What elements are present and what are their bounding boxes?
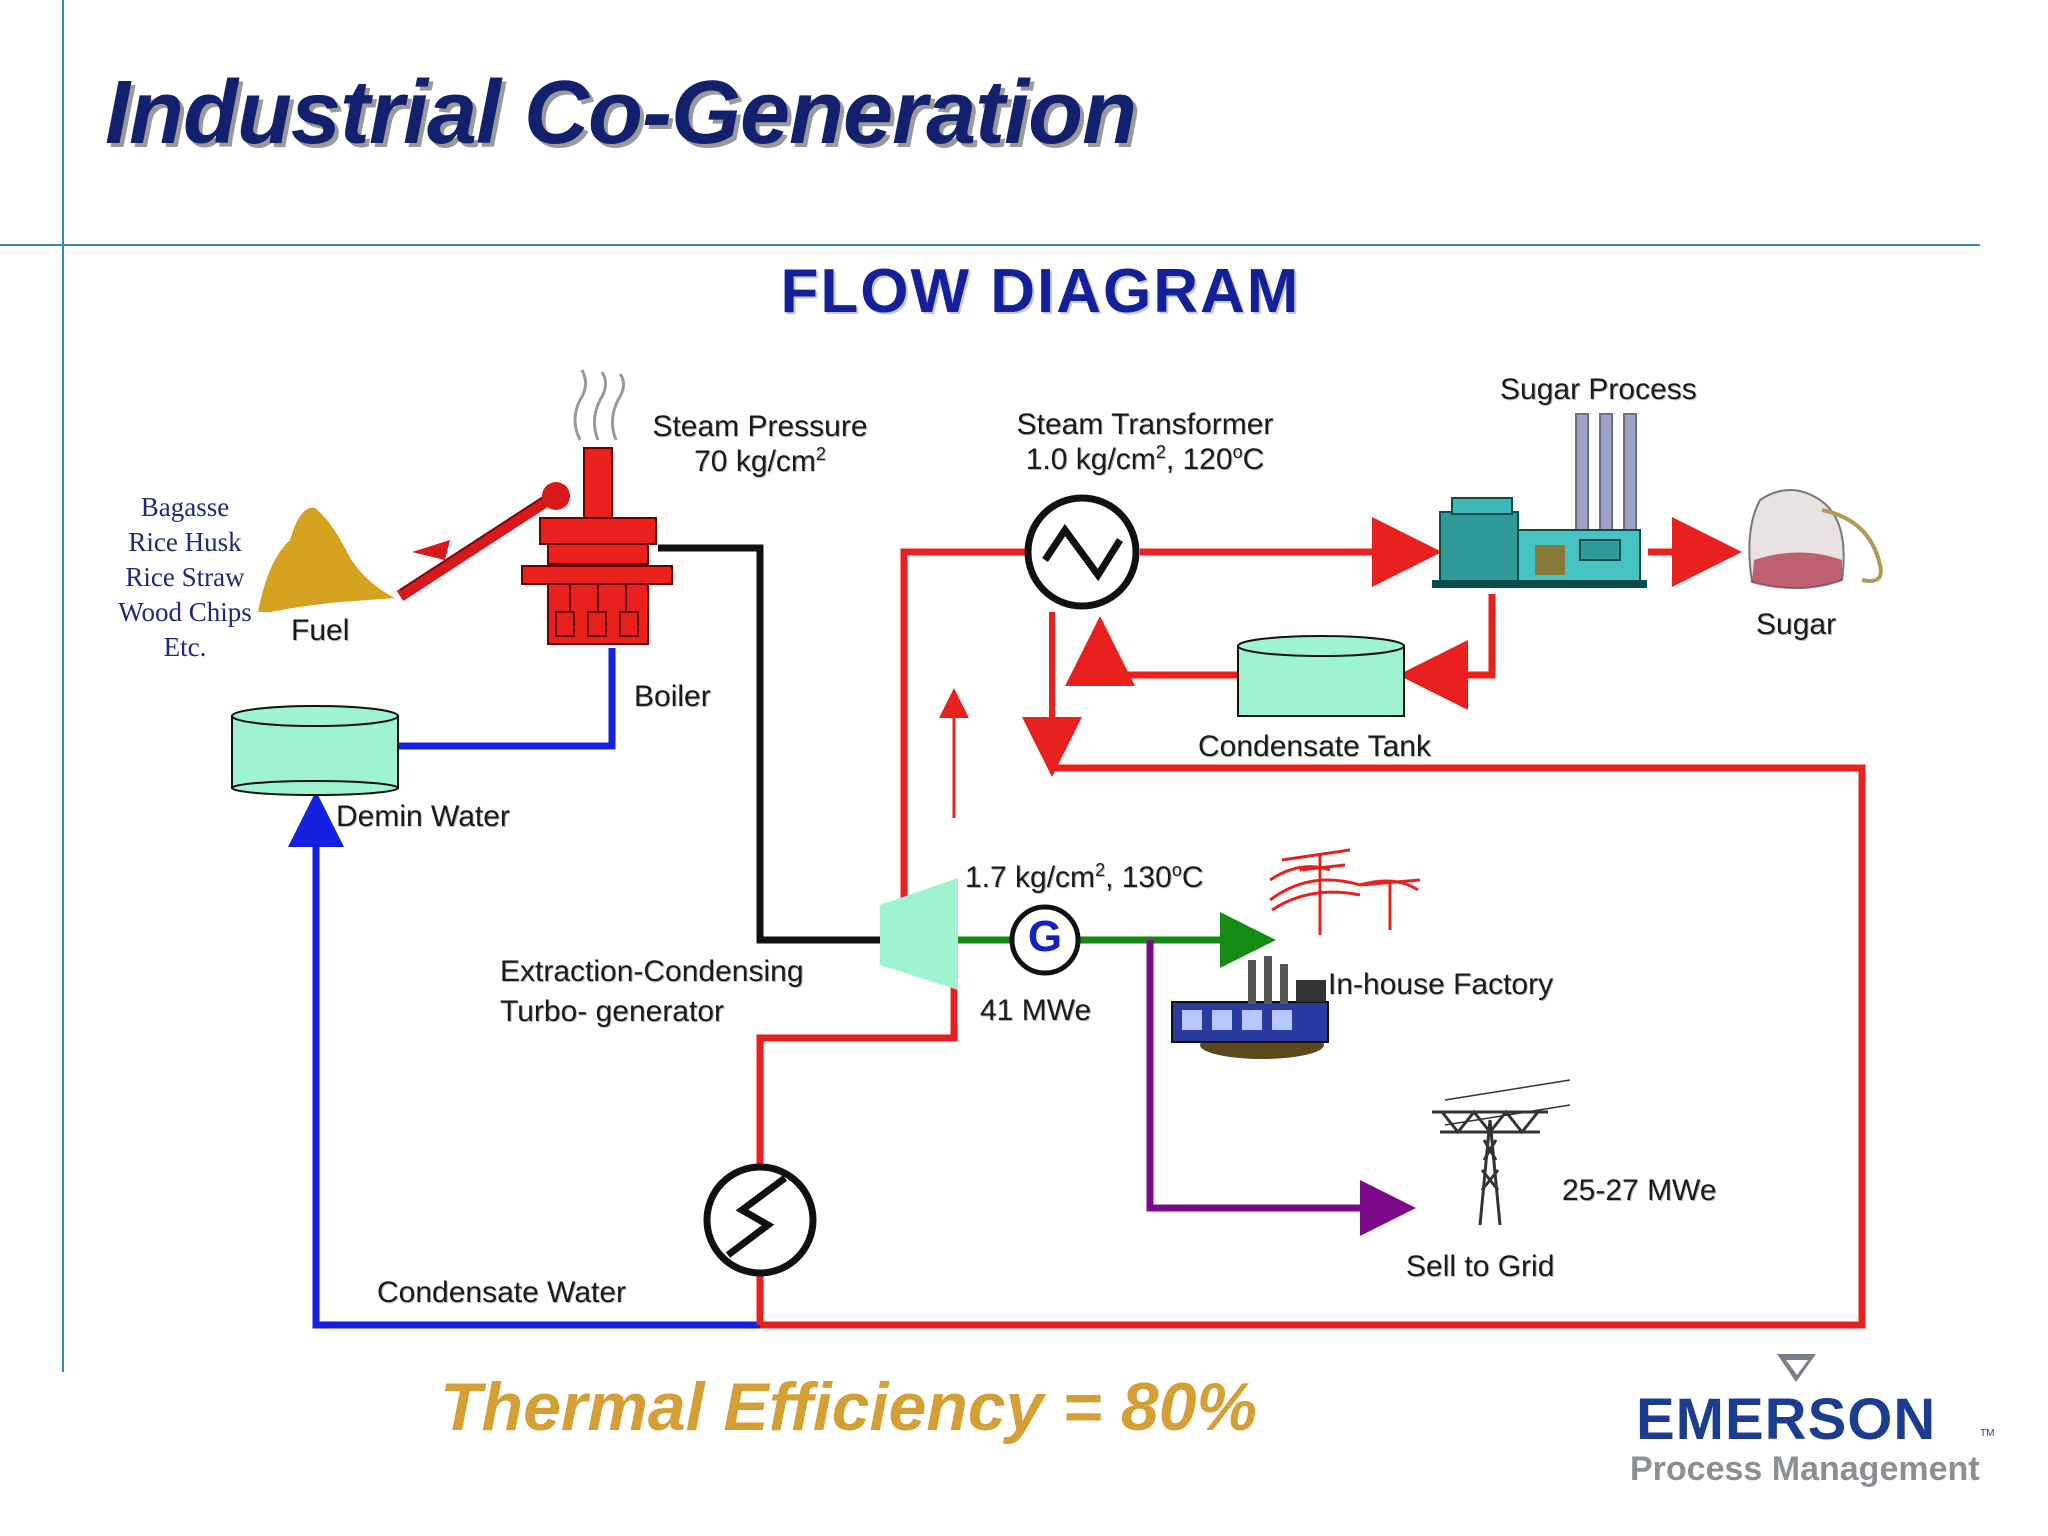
generator-symbol: G bbox=[1027, 912, 1063, 961]
left-rule bbox=[62, 0, 64, 1372]
steam-wisps-icon bbox=[573, 369, 625, 441]
boiler-icon bbox=[521, 447, 673, 645]
sugar-label: Sugar bbox=[1756, 608, 1837, 641]
emerson-logo-text: EMERSON bbox=[1636, 1387, 1937, 1452]
emerson-tagline: Process Management bbox=[1630, 1450, 1980, 1488]
boiler-label: Boiler bbox=[634, 680, 711, 713]
fuel-type-etc: Etc. bbox=[163, 632, 207, 662]
generator-output-label: 41 MWe bbox=[980, 994, 1092, 1027]
factory-icon bbox=[1171, 956, 1329, 1059]
fuel-type-bagasse: Bagasse bbox=[140, 492, 230, 522]
boiler-feed-line bbox=[398, 648, 616, 750]
sugar-bag-icon bbox=[1748, 489, 1883, 589]
tank-return-line bbox=[1065, 616, 1238, 686]
title-rule bbox=[0, 244, 1980, 246]
extraction-steam-line bbox=[900, 548, 1028, 905]
transmission-tower-icon bbox=[1432, 1079, 1571, 1226]
fuel-type-wood-chips: Wood Chips bbox=[118, 597, 252, 627]
condensate-tank-label: Condensate Tank bbox=[1198, 730, 1431, 763]
sugar-process-icon bbox=[1432, 413, 1647, 588]
condensate-tank-icon bbox=[1237, 635, 1405, 717]
extraction-steam-label: 1.7 kg/cm2, 130oC bbox=[965, 860, 1204, 894]
conveyor-icon bbox=[396, 482, 570, 602]
trademark-mark: TM bbox=[1980, 1428, 1995, 1439]
inhouse-factory-label: In-house Factory bbox=[1328, 968, 1554, 1001]
generator-icon bbox=[1009, 904, 1081, 976]
emerson-logo-icon bbox=[1777, 1354, 1816, 1382]
grid-line bbox=[1146, 940, 1416, 1236]
sell-to-grid-label: Sell to Grid bbox=[1406, 1250, 1555, 1283]
thermal-efficiency-text: Thermal Efficiency = 80% bbox=[440, 1369, 1258, 1445]
process-return-line bbox=[1398, 594, 1496, 710]
fuel-type-rice-husk: Rice Husk bbox=[128, 527, 242, 557]
demin-water-tank-icon bbox=[231, 705, 399, 796]
steam-transformer-label: Steam Transformer 1.0 kg/cm2, 120oC bbox=[1016, 408, 1274, 476]
turbine-exhaust-line bbox=[756, 965, 958, 1168]
turbine-icon bbox=[880, 878, 958, 990]
condenser-icon bbox=[703, 1163, 817, 1277]
condensate-water-line bbox=[288, 791, 760, 1329]
main-steam-line bbox=[658, 544, 880, 944]
turbine-label: Extraction-Condensing Turbo- generator bbox=[500, 955, 804, 1028]
steam-pressure-label: Steam Pressure 70 kg/cm2 bbox=[652, 410, 868, 478]
sugar-process-label: Sugar Process bbox=[1500, 373, 1697, 406]
grid-output-label: 25-27 MWe bbox=[1562, 1174, 1717, 1207]
flow-diagram-title: FLOW DIAGRAM bbox=[780, 257, 1301, 326]
steam-transformer-icon bbox=[1024, 494, 1140, 610]
condensate-water-label: Condensate Water bbox=[377, 1276, 627, 1309]
main-return-line bbox=[760, 764, 1866, 1329]
slide-title: Industrial Co-Generation bbox=[105, 63, 1137, 163]
fuel-label: Fuel bbox=[291, 614, 350, 647]
fuel-type-rice-straw: Rice Straw bbox=[125, 562, 245, 592]
power-pole-icon bbox=[1269, 848, 1421, 935]
demin-water-label: Demin Water bbox=[336, 800, 510, 833]
fuel-types-list: Bagasse Rice Husk Rice Straw Wood Chips … bbox=[90, 490, 280, 665]
fuel-pile-icon bbox=[258, 507, 395, 612]
